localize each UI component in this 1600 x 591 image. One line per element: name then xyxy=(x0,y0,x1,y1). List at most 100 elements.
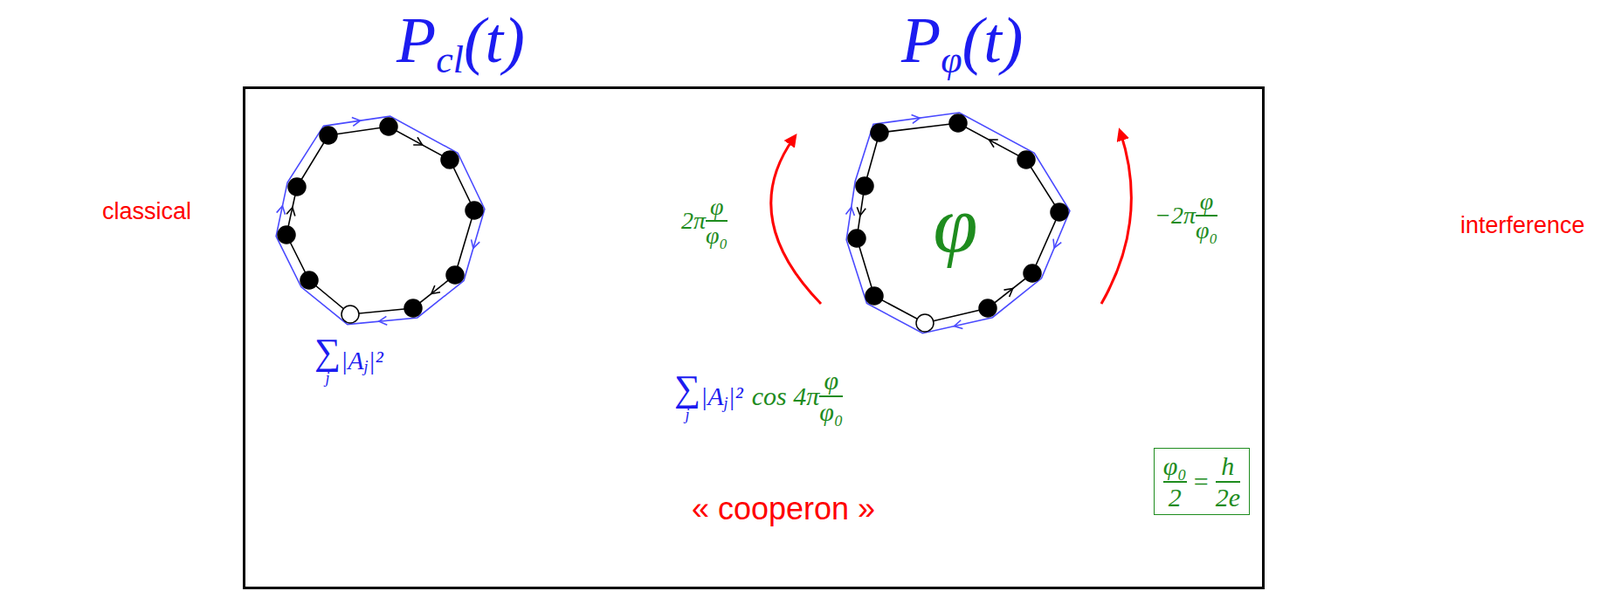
black-arrow xyxy=(413,137,422,145)
subscript: j xyxy=(364,358,369,377)
sum-formula: |A xyxy=(700,381,725,411)
scatterer-dot xyxy=(288,178,306,196)
blue-arrow xyxy=(911,114,921,124)
scatterer-dot xyxy=(441,151,459,169)
phase-arrow xyxy=(771,137,821,304)
scatterer-dot xyxy=(870,124,889,142)
scatterer-dot xyxy=(319,126,338,145)
black-arrow xyxy=(856,206,866,216)
label-group: interference xyxy=(1460,213,1586,240)
label-group: ∑j|Aj|² xyxy=(314,333,384,387)
panel-caption: « cooperon » xyxy=(691,490,876,528)
label-group: ∑j|Aj|²cos 4πφφ₀ xyxy=(674,366,843,426)
formula-box: φ₀2=h2e xyxy=(1153,448,1250,516)
fraction: φφ₀ xyxy=(705,193,728,249)
panel-frame: φ₀2=h2e« cooperon » xyxy=(242,86,1265,590)
subscript: cl xyxy=(435,39,464,82)
scatterer-dot xyxy=(404,299,422,318)
sum-formula: cos 4π xyxy=(751,381,821,411)
blue-arrow xyxy=(471,239,481,249)
fraction-bar xyxy=(705,220,728,222)
blue-arrow xyxy=(379,316,387,325)
numerator: φ xyxy=(710,193,725,220)
label-group: φ xyxy=(933,180,979,269)
flux-symbol: φ xyxy=(933,180,979,269)
blue-arrow xyxy=(1053,239,1062,249)
sum-index: j xyxy=(324,370,330,387)
scatterer-dot xyxy=(848,229,866,248)
fraction: h2e xyxy=(1215,452,1241,511)
subscript: j xyxy=(724,395,729,414)
black-arrow xyxy=(431,285,441,295)
scattering-loop xyxy=(845,112,1069,334)
scatterer-dot xyxy=(949,114,967,132)
sum-symbol: ∑ xyxy=(674,370,701,407)
probability-title: (t) xyxy=(962,5,1024,76)
blue-path xyxy=(275,116,485,325)
label-group: 2πφφ₀ xyxy=(681,193,728,249)
label-group: Pφ(t) xyxy=(901,5,1023,76)
scatterer-dot xyxy=(979,299,997,318)
scatterer-dot xyxy=(1017,151,1035,169)
sum-index: j xyxy=(684,406,690,423)
black-arrow xyxy=(988,139,998,148)
fraction-bar xyxy=(1215,481,1241,483)
black-arrow xyxy=(286,207,296,217)
probability-title: P xyxy=(901,5,941,76)
label-group: −2πφ φ₀ xyxy=(1154,188,1218,244)
probability-title: P xyxy=(396,5,436,76)
label-group: classical xyxy=(102,199,192,226)
sum-symbol: ∑ xyxy=(314,333,341,371)
scatterer-dot xyxy=(855,177,874,195)
black-arrow xyxy=(1003,289,1013,297)
sum-formula: |² xyxy=(368,345,384,375)
scatterer-dot xyxy=(465,201,483,220)
fraction: φ φ₀ xyxy=(1195,188,1218,244)
scatterer-dot xyxy=(300,271,318,290)
text-holder: « cooperon » xyxy=(691,490,876,528)
scatterer-dot xyxy=(1023,264,1042,283)
phase-label: 2π xyxy=(681,207,706,235)
denominator: 2e xyxy=(1215,483,1241,512)
blue-arrow xyxy=(845,206,855,216)
scattering-loop xyxy=(275,116,485,325)
numerator: φ xyxy=(1200,188,1214,214)
scatterer-dot xyxy=(865,287,883,305)
scatterer-dot xyxy=(916,314,934,332)
denominator: 2 xyxy=(1168,483,1182,512)
fraction-bar xyxy=(1195,214,1218,217)
blue-arrow xyxy=(953,320,963,330)
sum-stack: ∑j xyxy=(314,333,341,387)
sum-stack: ∑j xyxy=(674,370,701,423)
phase-label: −2π xyxy=(1154,202,1196,230)
scatterer-dot xyxy=(1050,203,1069,221)
probability-title: (t) xyxy=(463,5,525,76)
loop-paths xyxy=(275,112,1070,334)
blue-arrow xyxy=(276,206,286,215)
label-group: Pcl(t) xyxy=(396,5,525,76)
sum-formula: |A xyxy=(340,345,365,375)
formula-text: = xyxy=(1193,467,1209,497)
scatterer-dot xyxy=(446,266,464,284)
fraction-bar xyxy=(1163,481,1187,483)
scatterer-dot xyxy=(379,117,398,136)
scatterer-dot xyxy=(277,226,296,244)
scatterer-dot xyxy=(341,305,359,324)
side-label: interference xyxy=(1460,213,1586,240)
phase-arrow xyxy=(1101,132,1132,304)
sum-formula: |² xyxy=(728,381,744,411)
numerator: h xyxy=(1220,452,1235,481)
blue-path xyxy=(846,112,1070,334)
black-path xyxy=(856,123,1060,324)
side-label: classical xyxy=(102,199,192,226)
fraction: φ₀2 xyxy=(1163,452,1187,511)
blue-arrow xyxy=(351,117,361,127)
subscript: φ xyxy=(940,39,962,82)
numerator: φ xyxy=(824,366,840,395)
denominator: φ₀ xyxy=(1195,217,1218,243)
denominator: φ₀ xyxy=(819,398,843,427)
denominator: φ₀ xyxy=(705,222,728,249)
black-path xyxy=(286,126,475,315)
numerator: φ₀ xyxy=(1163,452,1187,481)
